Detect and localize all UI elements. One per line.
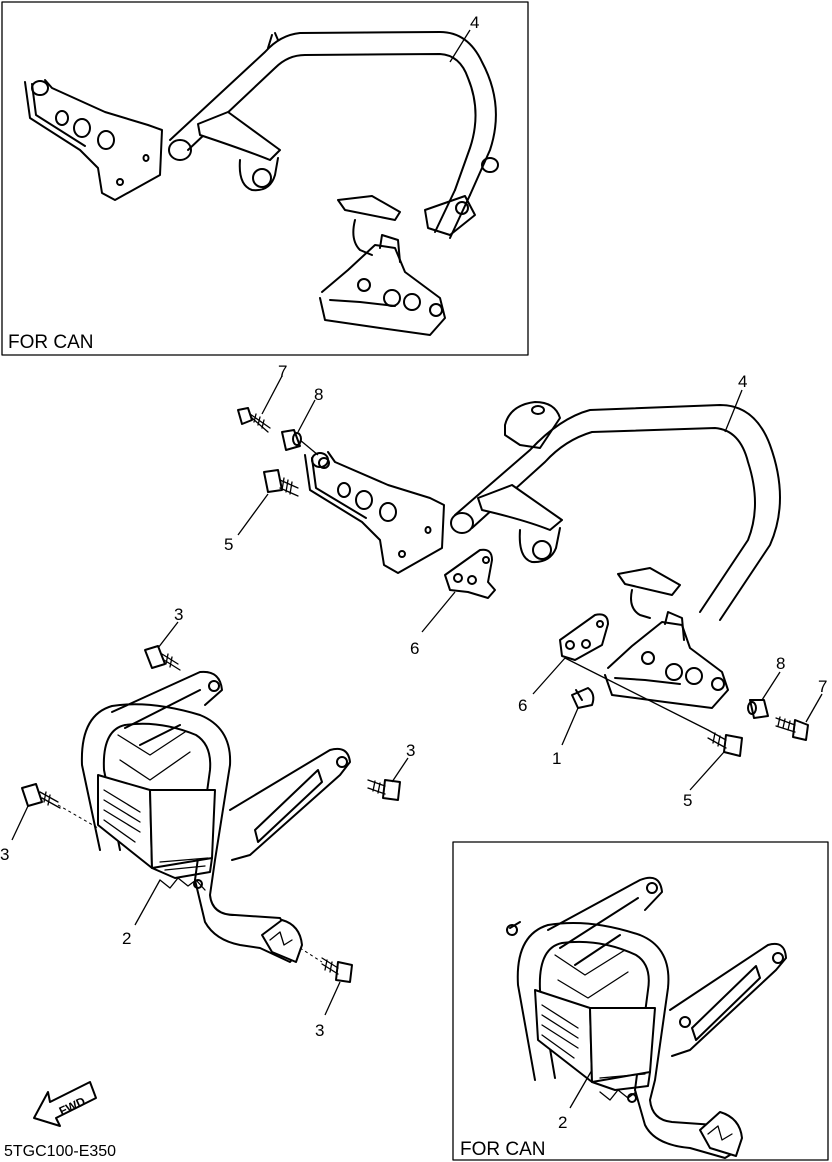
front-bumper-2 — [80, 670, 351, 963]
callout-6-left: 6 — [410, 639, 419, 658]
callout-6-right: 6 — [518, 696, 527, 715]
callout-2-inset-bottom: 2 — [558, 1113, 567, 1132]
side-plate-left — [304, 451, 445, 574]
collar-8-left — [281, 429, 302, 451]
callout-8-right: 8 — [776, 654, 785, 673]
caption-for-can-bottom: FOR CAN — [460, 1139, 546, 1160]
callout-3-top: 3 — [174, 605, 183, 624]
callout-8-left: 8 — [314, 385, 323, 404]
callouts-main: 7 8 4 5 6 8 7 6 1 5 — [224, 362, 827, 810]
grab-bar-rear-inset — [168, 31, 499, 256]
collar-8-right — [747, 699, 769, 719]
bolt-3-right — [367, 779, 401, 801]
inset-for-can-top: 4 FOR CAN — [1, 1, 529, 356]
caption-for-can-top: FOR CAN — [8, 332, 94, 353]
bolt-3-top — [144, 645, 181, 671]
callouts-front: 3 3 3 2 3 — [0, 605, 415, 1040]
callout-3-right: 3 — [406, 741, 415, 760]
bolt-7-right — [775, 716, 809, 741]
callout-4-inset-top: 4 — [470, 13, 479, 32]
bolt-7-left — [237, 407, 271, 433]
plate-6-right — [559, 613, 609, 661]
bolt-5-upper — [263, 469, 299, 497]
callout-5-upper: 5 — [224, 535, 233, 554]
callout-4-main: 4 — [738, 372, 747, 391]
rear-grab-bar-assembly — [237, 401, 809, 757]
callout-1: 1 — [552, 749, 561, 768]
front-bumper-assembly — [21, 645, 401, 983]
fwd-arrow: FWD — [33, 1081, 97, 1127]
clip-1 — [571, 687, 595, 709]
side-plate-right — [604, 611, 729, 709]
side-plate-left-inset — [24, 79, 163, 201]
diagram-code: 5TGC100-E350 — [4, 1143, 116, 1160]
inset-for-can-bottom: 2 FOR CAN — [452, 841, 829, 1161]
callout-2-main: 2 — [122, 929, 131, 948]
callout-7-right: 7 — [818, 677, 827, 696]
callout-5-lower: 5 — [683, 791, 692, 810]
side-plate-right-inset — [319, 234, 446, 336]
bolt-3-bottom — [321, 957, 353, 983]
bolt-5-lower — [707, 729, 743, 757]
plate-6-left — [444, 548, 496, 599]
callout-7-left: 7 — [278, 362, 287, 381]
callout-3-left: 3 — [0, 845, 9, 864]
grab-bar-rear — [450, 401, 781, 621]
callout-3-bottom: 3 — [315, 1021, 324, 1040]
front-bumper-inset — [506, 876, 787, 1159]
bolt-3-left — [21, 783, 61, 809]
